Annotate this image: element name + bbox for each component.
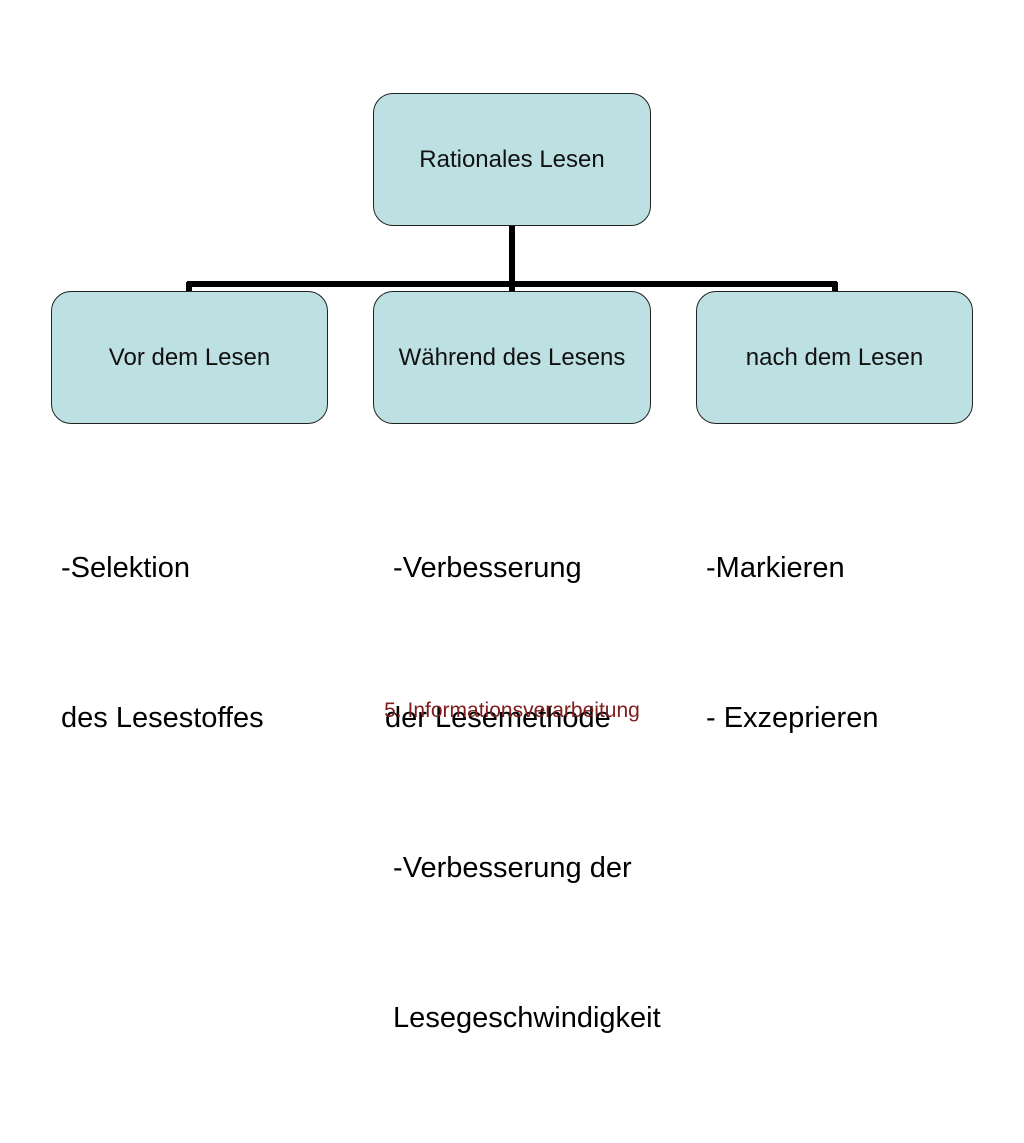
text-line: des Lesestoffes <box>61 702 264 734</box>
column-waehrend-des-lesens-text: -Verbesserung der Lesemethode -Verbesser… <box>385 443 661 1143</box>
column-nach-dem-lesen-text: -Markieren - Exzeprieren <box>706 443 878 843</box>
text-line: - Exzeprieren <box>706 702 879 734</box>
tree-connectors <box>186 226 838 291</box>
column-vor-dem-lesen-text: -Selektion des Lesestoffes <box>61 443 264 843</box>
child-node-nach-dem-lesen: nach dem Lesen <box>696 291 973 424</box>
child-node-label: Vor dem Lesen <box>108 343 271 371</box>
slide-footer: 5. Informationsverarbeitung <box>384 699 640 722</box>
child-node-waehrend-des-lesens: Während des Lesens <box>373 291 651 424</box>
child-node-vor-dem-lesen: Vor dem Lesen <box>51 291 328 424</box>
text-line: -Verbesserung <box>385 552 582 584</box>
text-line: -Verbesserung der <box>385 852 632 884</box>
text-line: Lesegeschwindigkeit <box>385 1002 661 1034</box>
child-node-label: Während des Lesens <box>398 343 626 371</box>
child-node-label: nach dem Lesen <box>745 343 924 371</box>
root-node-label: Rationales Lesen <box>419 145 605 173</box>
root-node-rationales-lesen: Rationales Lesen <box>373 93 651 226</box>
text-line: -Selektion <box>61 552 190 584</box>
text-line: -Markieren <box>706 552 845 584</box>
slide: Rationales Lesen Vor dem Lesen Während d… <box>51 93 973 1034</box>
text-line: der Lesemethode <box>385 702 611 734</box>
